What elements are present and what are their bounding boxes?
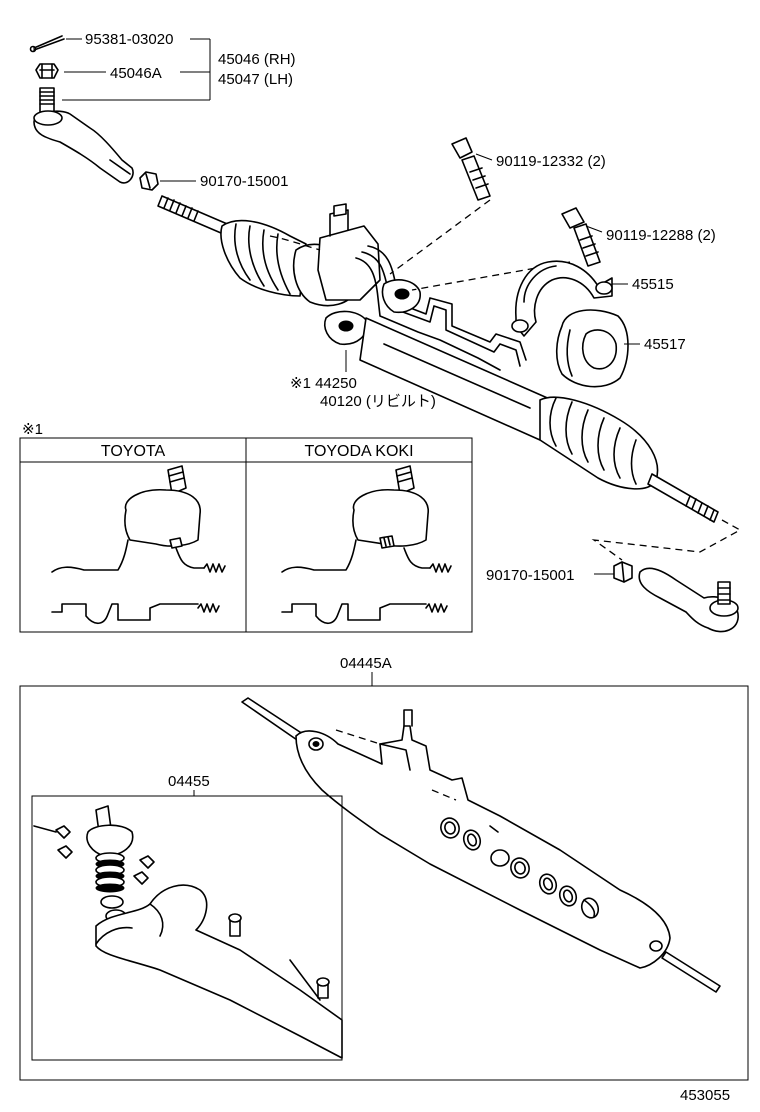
toyota-pinion-marking-icon [51, 465, 226, 625]
label-castle-nut: 45046A [110, 65, 162, 82]
label-cotter-pin: 95381-03020 [85, 31, 173, 48]
cotter-pin-icon [29, 35, 65, 53]
gasket-kit-box [19, 685, 749, 1081]
label-gear-assy-rebuilt: 40120 (リビルト) [320, 393, 436, 410]
bolt-lower-icon [561, 207, 601, 267]
label-bolt-lower: 90119-12288 (2) [606, 227, 716, 244]
label-gasket-kit: 04445A [340, 655, 392, 672]
label-lock-nut-right: 90170-15001 [486, 567, 574, 584]
o-ring-seal-icon [440, 817, 600, 919]
seal-stack-icon [95, 852, 125, 893]
note-box-col-toyota: TOYOTA [101, 443, 166, 460]
bushing-icon [555, 309, 629, 388]
label-seal-kit: 04455 [168, 773, 210, 790]
lock-nut-left-icon [139, 171, 159, 191]
steering-rack-assembly-icon [157, 195, 719, 523]
tie-rod-end-right-icon [638, 567, 739, 633]
label-tie-rod-end-lh: 45047 (LH) [218, 71, 293, 88]
lock-nut-right-icon [613, 561, 633, 583]
pinion-seal-kit-icon [33, 805, 343, 1059]
note-box-marker: ※1 [22, 421, 43, 438]
bolt-upper-icon [451, 137, 491, 201]
label-lock-nut-left: 90170-15001 [200, 173, 288, 190]
note-box [19, 437, 473, 633]
rack-housing-gasket-kit-icon [241, 697, 721, 993]
note-box-col-toyoda-koki: TOYODA KOKI [304, 443, 413, 460]
illustration-id: 453055 [680, 1087, 730, 1104]
label-bushing: 45517 [644, 336, 686, 353]
bracket-icon [511, 260, 613, 337]
label-bracket: 45515 [632, 276, 674, 293]
toyoda-koki-pinion-marking-icon [281, 465, 452, 625]
tie-rod-end-left-icon [33, 87, 134, 184]
label-bolt-upper: 90119-12332 (2) [496, 153, 606, 170]
label-bracket-lines [62, 38, 211, 101]
label-gear-assy-mark: ※1 44250 [290, 375, 357, 392]
castle-nut-icon [35, 63, 59, 79]
label-tie-rod-end-rh: 45046 (RH) [218, 51, 296, 68]
seal-kit-box [31, 795, 343, 1061]
